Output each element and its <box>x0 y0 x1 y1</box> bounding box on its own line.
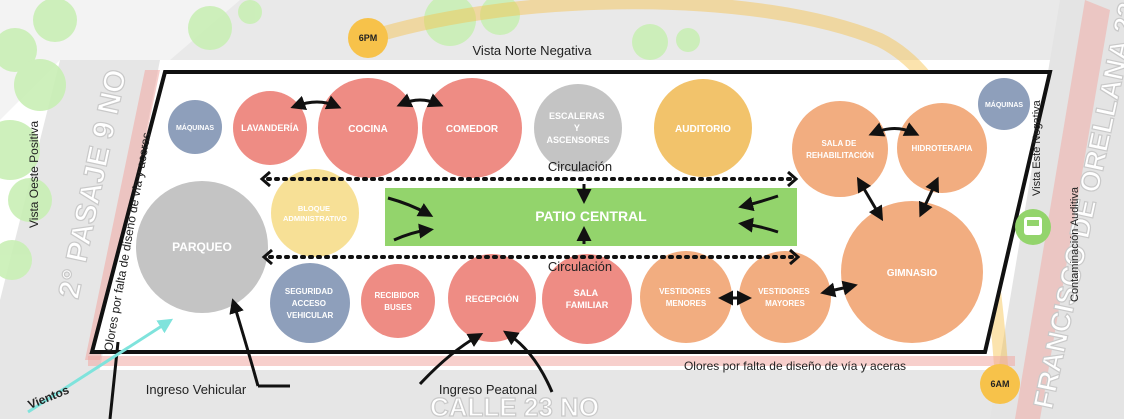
label-seguridad: SEGURIDAD ACCESO VEHICULAR <box>285 287 335 320</box>
bubble-maquinas-west <box>168 100 222 154</box>
bubble-lavanderia <box>233 91 307 165</box>
bubble-escaleras <box>534 84 622 172</box>
label-6am: 6AM <box>990 379 1009 389</box>
bubble-parqueo <box>136 181 268 313</box>
smell-bands <box>85 0 1110 419</box>
bubble-sala-rehab <box>792 101 888 197</box>
bubble-seguridad <box>270 263 350 343</box>
bubble-auditorio <box>654 79 752 177</box>
bubble-maquinas-east <box>978 78 1030 130</box>
label-vest-mayores: VESTIDORES MAYORES <box>758 287 812 308</box>
label-vista-norte: Vista Norte Negativa <box>473 43 593 58</box>
street-south-label: CALLE 23 NO <box>430 392 599 419</box>
label-gimnasio: GIMNASIO <box>887 268 938 279</box>
label-sala-rehab: SALA DE REHABILITACIÓN <box>806 139 874 160</box>
bubble-cocina <box>318 78 418 178</box>
label-ingreso-peatonal: Ingreso Peatonal <box>439 382 537 397</box>
label-6pm: 6PM <box>359 33 378 43</box>
wind-arrow <box>27 318 174 414</box>
label-cocina: COCINA <box>348 124 387 135</box>
label-circulacion-bottom: Circulación <box>548 259 612 274</box>
bubble-vest-menores <box>640 251 732 343</box>
bubble-sala-familiar <box>542 254 632 344</box>
label-olores-sur: Olores por falta de diseño de vía y acer… <box>684 359 906 373</box>
label-lavanderia: LAVANDERÍA <box>241 123 299 133</box>
bubble-bloque-admin <box>271 169 359 257</box>
label-escaleras: ESCALERAS Y ASCENSORES <box>546 111 609 145</box>
vegetation <box>0 0 700 280</box>
label-sala-familiar: SALA FAMILIAR <box>566 288 609 310</box>
bubble-gimnasio <box>841 201 983 343</box>
label-comedor: COMEDOR <box>446 124 499 135</box>
label-circulacion-top: Circulación <box>548 159 612 174</box>
bubble-hidroterapia <box>897 103 987 193</box>
label-parqueo: PARQUEO <box>172 240 232 254</box>
label-patio-central: PATIO CENTRAL <box>535 208 647 224</box>
bubble-recepcion <box>448 254 536 342</box>
bus-stop-icon <box>1015 209 1051 245</box>
circulation-lines <box>259 170 801 266</box>
label-hidroterapia: HIDROTERAPIA <box>912 144 973 153</box>
label-maquinas-east: MÁQUINAS <box>985 100 1023 109</box>
bubble-recibidor <box>361 264 435 338</box>
label-vest-menores: VESTIDORES MENORES <box>659 287 713 308</box>
sun-6am-marker <box>980 364 1020 404</box>
label-maquinas-west: MÁQUINAS <box>176 123 214 132</box>
label-recepcion: RECEPCIÓN <box>465 293 519 304</box>
label-recibidor: RECIBIDOR BUSES <box>374 291 421 312</box>
sun-6pm-marker <box>348 18 388 58</box>
bubble-vest-mayores <box>739 251 831 343</box>
zone-bubbles: MÁQUINAS LAVANDERÍA COCINA COMEDOR ESCAL… <box>136 78 1030 344</box>
bubble-comedor <box>422 78 522 178</box>
label-auditorio: AUDITORIO <box>675 124 731 135</box>
label-bloque-admin: BLOQUE ADMINISTRATIVO <box>283 204 347 223</box>
label-vista-este: Vista Este Negativa <box>1031 99 1043 196</box>
label-contaminacion: Contaminación Auditiva <box>1069 186 1081 302</box>
label-vista-oeste: Vista Oeste Positiva <box>27 121 41 228</box>
label-ingreso-vehicular: Ingreso Vehicular <box>146 382 247 397</box>
